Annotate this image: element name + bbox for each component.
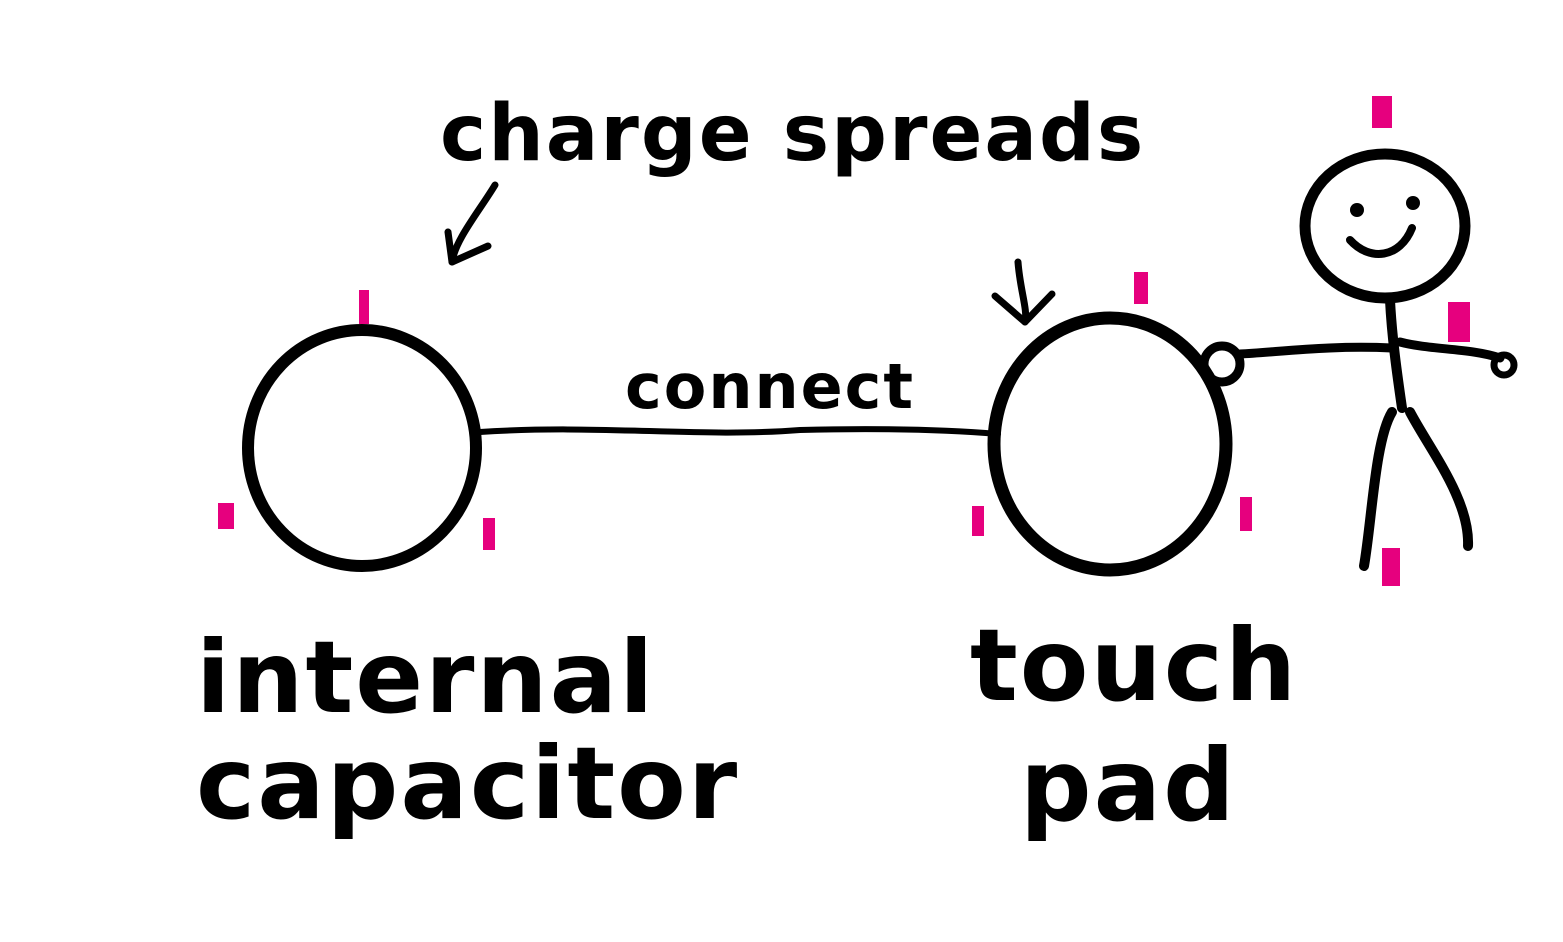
charge-mark xyxy=(1372,96,1392,128)
person-eye-right xyxy=(1406,196,1420,210)
arrow-to-capacitor xyxy=(444,181,499,266)
charge-mark xyxy=(218,503,234,529)
person-hand-right xyxy=(1490,351,1518,379)
person-arm-right xyxy=(1395,337,1505,363)
stick-person xyxy=(1199,148,1518,571)
pad-label: pad xyxy=(1020,727,1237,844)
person-head xyxy=(1299,148,1471,304)
person-eye-left xyxy=(1350,203,1364,217)
charge-marks xyxy=(218,96,1470,586)
capacitor-label: capacitor xyxy=(196,725,739,842)
charge-mark xyxy=(1448,302,1470,342)
arrow-to-touch-pad xyxy=(991,258,1056,326)
charge-spreads-label: charge spreads xyxy=(440,89,1145,179)
person-body xyxy=(1385,295,1407,413)
charge-mark xyxy=(1134,272,1148,304)
charge-mark xyxy=(483,518,495,550)
charge-mark xyxy=(1240,497,1252,531)
person-hand-left xyxy=(1199,341,1245,387)
person-arm-left xyxy=(1235,342,1397,359)
internal-capacitor-circle xyxy=(242,324,482,572)
connect-label: connect xyxy=(625,350,915,423)
connection-wire xyxy=(477,426,1001,437)
person-smile xyxy=(1346,224,1416,258)
touch-label: touch xyxy=(970,607,1298,724)
person-leg-left xyxy=(1359,407,1397,571)
person-leg-right xyxy=(1405,407,1474,551)
charge-mark xyxy=(972,506,984,536)
charge-mark xyxy=(1382,548,1400,586)
touch-pad-circle xyxy=(987,311,1233,577)
internal-label: internal xyxy=(196,619,655,736)
charge-mark xyxy=(359,290,369,324)
